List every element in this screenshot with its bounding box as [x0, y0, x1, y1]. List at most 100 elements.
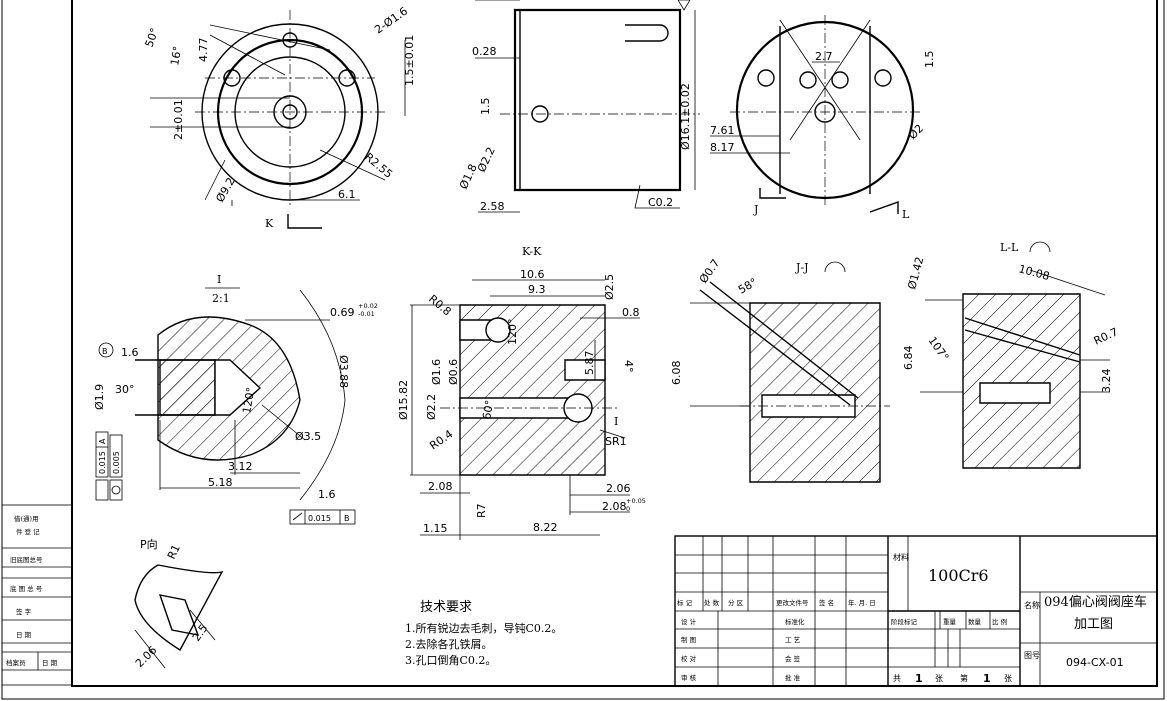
svg-text:C0.2: C0.2: [648, 196, 673, 209]
svg-text:Ø3.88: Ø3.88: [337, 355, 350, 388]
svg-text:更改文件号: 更改文件号: [776, 598, 809, 607]
svg-text:阶段标记: 阶段标记: [891, 617, 918, 626]
detail-p-label: P向: [140, 537, 158, 551]
svg-text:3.24: 3.24: [1100, 369, 1113, 394]
svg-text:-0.01: -0.01: [358, 310, 375, 318]
drawing-name-line2: 加工图: [1074, 617, 1113, 632]
section-j-j: J-J Ø0.7 58° 6.08: [670, 257, 890, 483]
svg-text:5.18: 5.18: [208, 476, 233, 489]
svg-text:2.08: 2.08: [428, 480, 453, 493]
inner-frame: [71, 0, 1158, 687]
notes-item: 3.孔口倒角C0.2。: [405, 654, 496, 667]
svg-text:制 图: 制 图: [681, 635, 696, 644]
svg-text:档案员: 档案员: [6, 658, 26, 667]
svg-text:120°: 120°: [240, 386, 257, 414]
notes-item: 1.所有锐边去毛刺，导钝C0.2。: [405, 621, 562, 635]
svg-text:120°: 120°: [506, 319, 519, 346]
svg-text:R0.7: R0.7: [1092, 325, 1120, 347]
section-jj-label: J-J: [795, 261, 809, 274]
svg-text:旧底图总号: 旧底图总号: [10, 555, 43, 564]
svg-text:Ø2.2: Ø2.2: [425, 394, 438, 420]
technical-notes: 技术要求 1.所有锐边去毛刺，导钝C0.2。 2.去除各孔铁屑。 3.孔口倒角C…: [405, 600, 562, 667]
svg-text:0.015: 0.015: [308, 514, 331, 523]
svg-text:1: 1: [983, 672, 991, 685]
svg-text:2±0.01: 2±0.01: [172, 99, 185, 140]
left-stamp-block: 借(通)用 件 登 记 旧底图总号 底 图 总 号 签 字 日 期 档案员 日 …: [1, 504, 73, 686]
svg-text:1: 1: [915, 672, 923, 685]
svg-text:工 艺: 工 艺: [785, 636, 801, 644]
detail-p: P向 R1 2.5 2.06: [133, 537, 224, 670]
svg-text:8.22: 8.22: [533, 521, 558, 534]
svg-text:Ø1.6: Ø1.6: [430, 359, 443, 385]
svg-text:107°: 107°: [926, 334, 952, 363]
svg-text:Ø2.5: Ø2.5: [603, 274, 616, 300]
svg-text:图号: 图号: [1024, 651, 1040, 660]
svg-text:1.5: 1.5: [923, 51, 936, 69]
detail-i-name: I: [217, 273, 221, 286]
svg-text:批 准: 批 准: [785, 673, 801, 682]
svg-text:6.08: 6.08: [670, 361, 683, 386]
svg-text:0.015: 0.015: [98, 451, 107, 474]
view-l-label: L: [902, 208, 910, 221]
svg-text:16°: 16°: [168, 45, 184, 66]
svg-text:1.15: 1.15: [423, 522, 448, 535]
notes-title: 技术要求: [420, 600, 472, 615]
svg-text:0.28: 0.28: [472, 45, 497, 58]
svg-text:1.6: 1.6: [318, 488, 336, 501]
svg-text:8.17: 8.17: [710, 141, 735, 154]
svg-text:比 例: 比 例: [992, 617, 1007, 626]
svg-text:件 登 记: 件 登 记: [16, 527, 40, 536]
svg-text:审 核: 审 核: [681, 673, 697, 682]
svg-text:1.6: 1.6: [121, 346, 139, 359]
svg-text:+0.02: +0.02: [358, 302, 378, 310]
section-k-k: K-K R0.8 10.6 9.3 Ø2.5 0.8 120° 5.87 4° …: [397, 245, 646, 540]
svg-text:R7: R7: [475, 503, 488, 518]
svg-text:R1: R1: [165, 542, 183, 561]
detail-i: I 2:1 B 1.6 Ø1.9 30° 120° 0.69 +0.02 -0.…: [93, 273, 378, 525]
svg-text:重量: 重量: [943, 618, 957, 626]
svg-text:数量: 数量: [968, 617, 982, 626]
svg-text:A: A: [98, 438, 107, 444]
svg-text:4.77: 4.77: [197, 38, 210, 63]
svg-text:3.12: 3.12: [228, 460, 253, 473]
top-middle-view: 0.28 1.5 Ø16.1±0.02 Ø1.8 Ø2.2 2.58 C0.2: [457, 0, 700, 213]
svg-text:Ø15.82: Ø15.82: [397, 380, 410, 420]
svg-text:R0.8: R0.8: [426, 292, 454, 318]
svg-text:年. 月. 日: 年. 月. 日: [848, 598, 876, 607]
svg-text:Ø0.6: Ø0.6: [447, 359, 460, 385]
svg-text:+0.05: +0.05: [626, 497, 646, 505]
svg-text:标准化: 标准化: [785, 617, 805, 626]
svg-text:Ø0.7: Ø0.7: [697, 257, 723, 286]
svg-text:签 名: 签 名: [819, 598, 834, 607]
svg-text:处 数: 处 数: [704, 598, 720, 607]
svg-text:1.5: 1.5: [479, 98, 492, 116]
view-k-label: K: [265, 217, 274, 230]
notes-item: 2.去除各孔铁屑。: [405, 637, 493, 651]
svg-text:4°: 4°: [622, 360, 635, 373]
title-block: 标 记 处 数 分 区 更改文件号 签 名 年. 月. 日 设 计 标准化 制 …: [674, 535, 1158, 687]
svg-text:10.08: 10.08: [1017, 262, 1051, 283]
svg-text:设 计: 设 计: [681, 617, 697, 626]
svg-text:6.1: 6.1: [338, 188, 356, 201]
svg-text:标 记: 标 记: [677, 598, 693, 607]
svg-text:Ø1.9: Ø1.9: [93, 384, 106, 410]
section-ll-label: L-L: [1000, 241, 1019, 254]
svg-text:Ø16.1±0.02: Ø16.1±0.02: [679, 83, 692, 150]
datum-b: B: [102, 347, 108, 356]
section-kk-label: K-K: [522, 245, 542, 258]
svg-text:借(通)用: 借(通)用: [14, 514, 39, 523]
svg-text:1.5±0.01: 1.5±0.01: [403, 35, 416, 86]
svg-text:张: 张: [935, 674, 943, 683]
svg-text:Ø1.42: Ø1.42: [905, 255, 926, 290]
svg-text:会 签: 会 签: [785, 654, 801, 663]
drawing-number: 094-CX-01: [1066, 656, 1124, 669]
svg-text:日 期: 日 期: [16, 631, 32, 639]
svg-text:6.84: 6.84: [902, 346, 915, 371]
top-left-view: 50° 16° 4.77 2-Ø1.6 1.5±0.01 2±0.01 R2.5…: [143, 5, 416, 230]
drawing-name: 094偏心阀阀座车: [1044, 594, 1147, 610]
material-value: 100Cr6: [928, 566, 989, 585]
svg-text:0: 0: [626, 505, 630, 513]
top-right-view: 2.7 1.5 7.61 8.17 Ø2 J L: [710, 15, 936, 221]
svg-text:58°: 58°: [736, 276, 759, 297]
